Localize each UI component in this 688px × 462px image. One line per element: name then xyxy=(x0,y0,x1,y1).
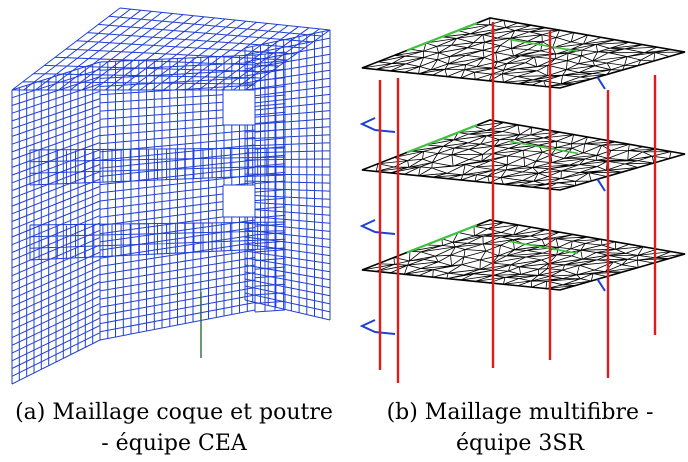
caption-b-line2: équipe 3SR xyxy=(455,431,585,456)
slab-bottom xyxy=(361,219,686,292)
shell-beam-mesh-figure xyxy=(0,0,344,390)
blue-cantilever xyxy=(359,319,396,335)
multifiber-mesh-figure xyxy=(350,0,688,390)
blue-shell-mesh xyxy=(11,7,331,385)
blue-cantilever xyxy=(359,219,396,235)
caption-a: (a) Maillage coque et poutre - équipe CE… xyxy=(2,397,346,459)
green-beam xyxy=(406,21,478,52)
caption-b-line1: (b) Maillage multifibre - xyxy=(386,400,654,425)
caption-a-line2: - équipe CEA xyxy=(101,431,247,456)
blue-beam xyxy=(596,76,606,90)
slab-meshes xyxy=(359,17,686,335)
caption-a-line1: (a) Maillage coque et poutre xyxy=(15,400,333,425)
blue-beam xyxy=(596,278,606,292)
blue-cantilever xyxy=(359,117,396,133)
green-beam xyxy=(406,223,478,254)
shell-beam-mesh-drawing xyxy=(11,7,331,385)
caption-b: (b) Maillage multifibre - équipe 3SR xyxy=(360,397,680,459)
green-beam xyxy=(406,123,478,154)
red-columns xyxy=(378,22,657,383)
slab-top xyxy=(361,17,686,90)
slab-middle xyxy=(361,119,686,192)
blue-beam xyxy=(596,178,606,192)
multifiber-mesh-drawing xyxy=(359,17,686,383)
